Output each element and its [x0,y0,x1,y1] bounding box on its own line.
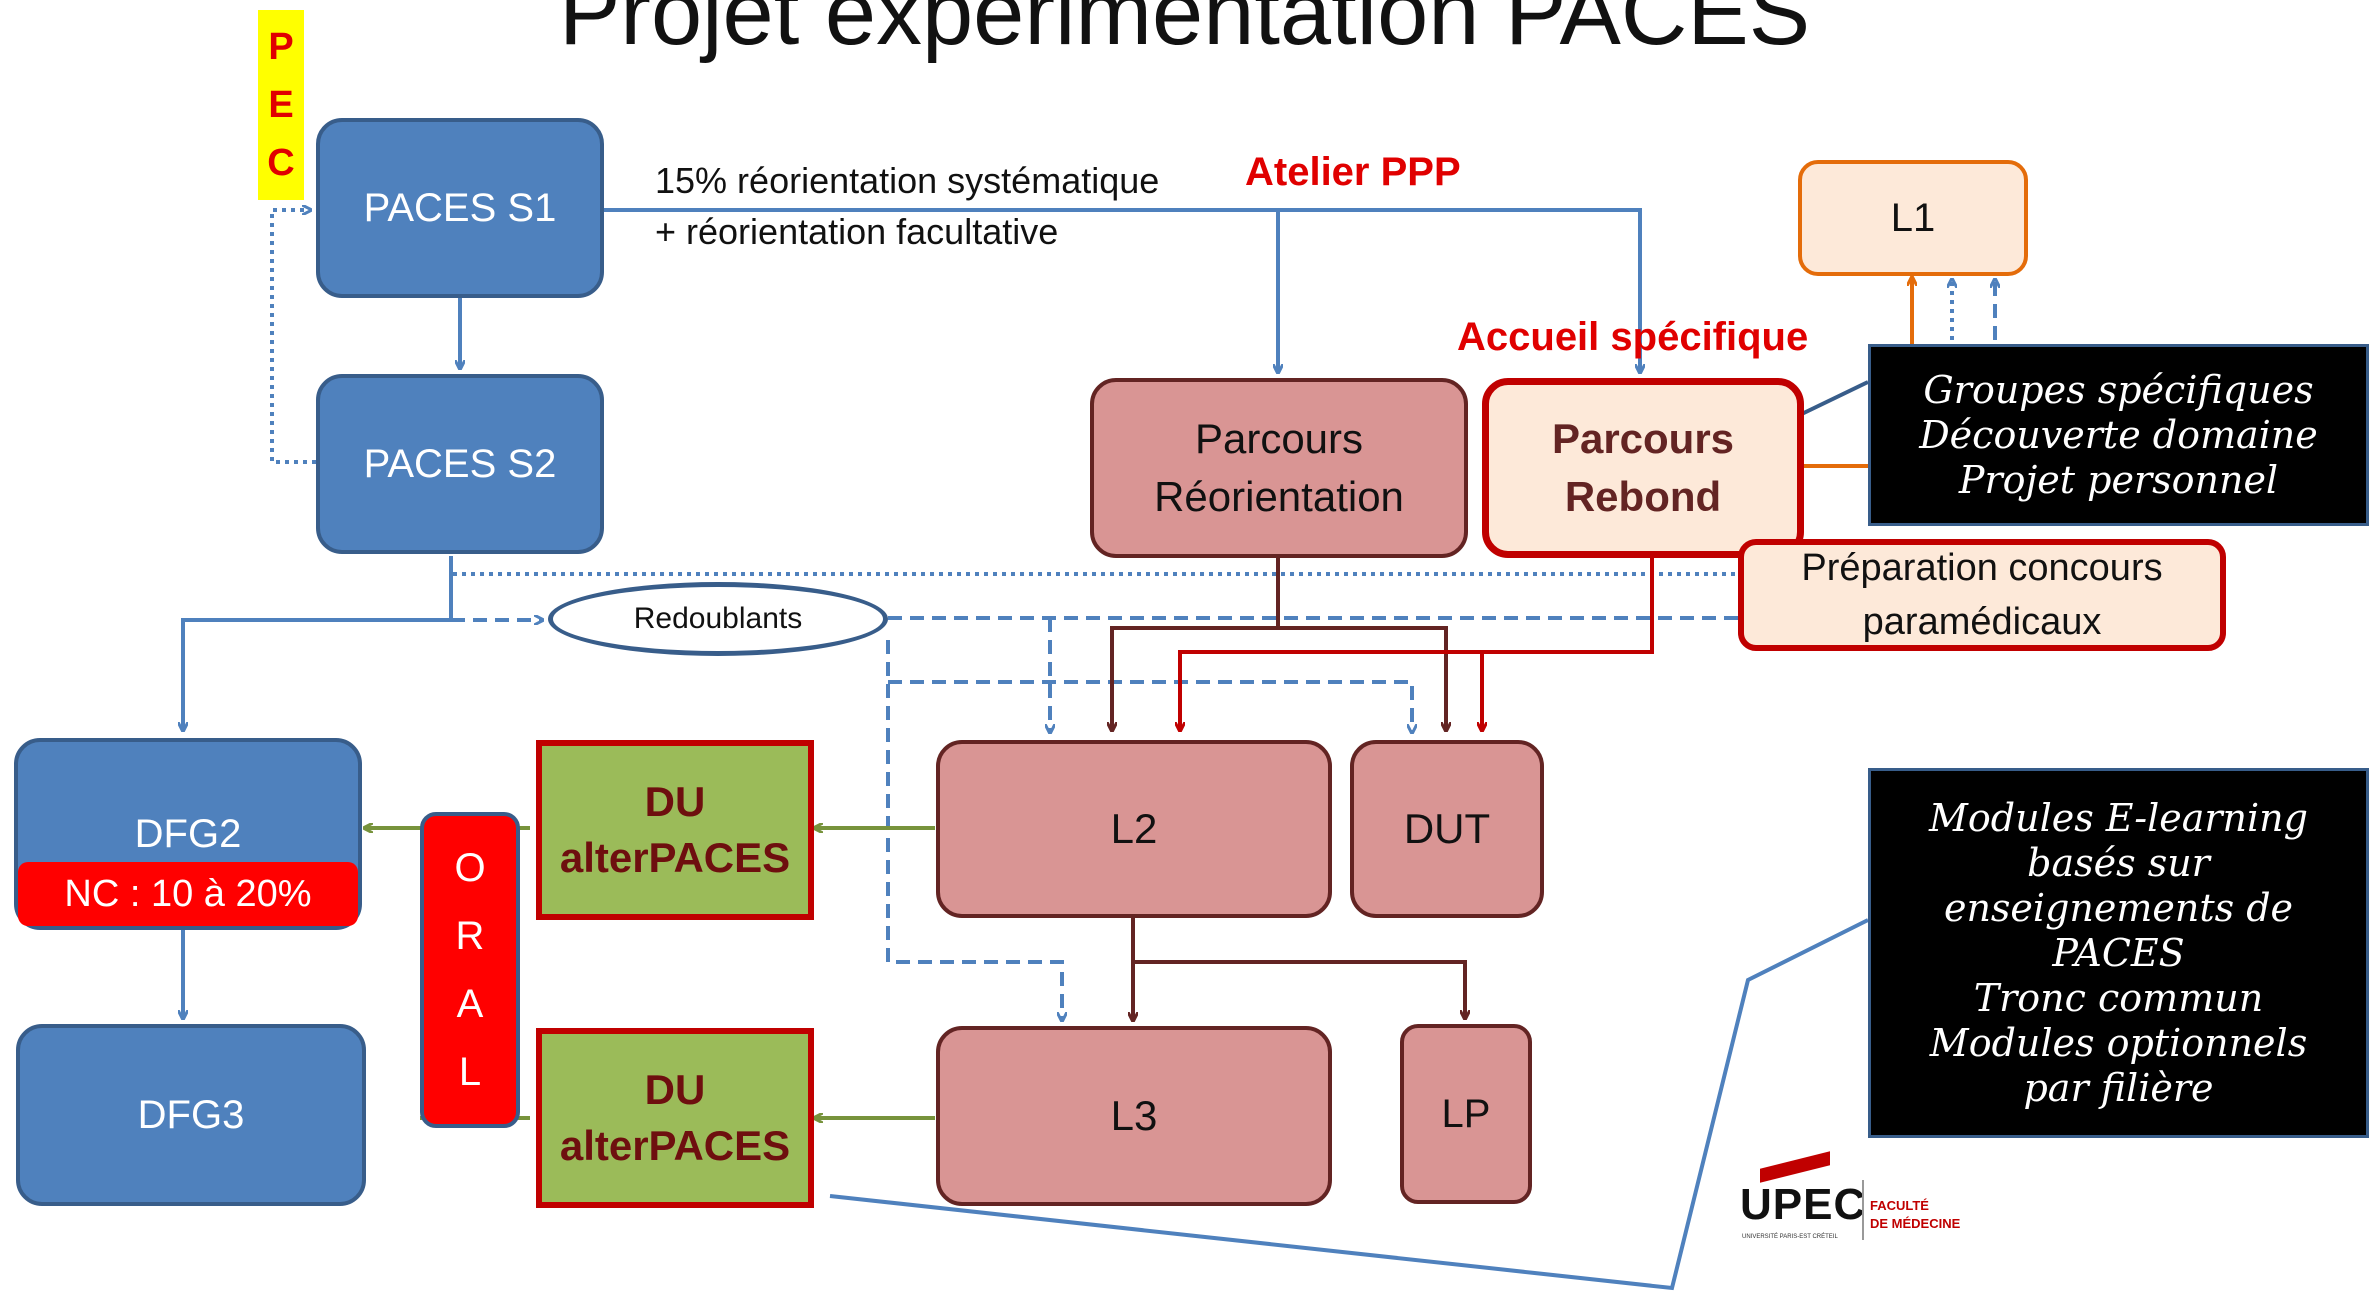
groupes-line2: Découverte domaine [1919,412,2318,457]
upec-logo: UPEC UNIVERSITÉ PARIS-EST CRÉTEIL FACULT… [1740,1151,1980,1256]
parcours-reorientation-box: Parcours Réorientation [1090,378,1468,558]
upec-logo-medecine: DE MÉDECINE [1870,1216,1961,1231]
preparation-line2: paramédicaux [1862,601,2102,643]
l1-box: L1 [1798,160,2028,276]
modules-line6: Modules optionnels [1929,1020,2308,1065]
l3-box: L3 [936,1026,1332,1206]
modules-line3: enseignements de [1943,885,2294,930]
parcours-rebond-line2: Rebond [1564,473,1722,520]
reorientation-line2: + réorientation facultative [655,211,1059,252]
accueil-specifique-label: Accueil spécifique [1457,315,1809,359]
oral-letter-r: R [455,914,485,958]
modules-callout: Modules E-learning basés sur enseignemen… [1868,768,2369,1138]
paces-s1-box: PACES S1 [316,118,604,298]
pec-letter-e: E [268,84,294,126]
du2-line2: alterPACES [559,1122,791,1169]
upec-logo-divider [1862,1180,1864,1240]
du2-line1: DU [644,1066,706,1113]
pec-letter-c: C [267,142,295,184]
page-title: Projet expérimentation PACES [558,0,1811,64]
preparation-line1: Préparation concours [1801,547,2163,589]
groupes-callout: Groupes spécifiques Découverte domaine P… [1868,344,2369,526]
parcours-reorientation-line1: Parcours [1194,415,1364,462]
du-alterpaces-box-1: DU alterPACES [536,740,814,920]
oral-letter-l: L [458,1050,482,1094]
du1-line1: DU [644,778,706,825]
modules-line7: par filière [2023,1065,2214,1110]
modules-line2: basés sur [2027,840,2210,885]
atelier-ppp-label: Atelier PPP [1245,150,1461,194]
upec-logo-faculte: FACULTÉ [1870,1198,1929,1213]
lp-box: LP [1400,1024,1532,1204]
groupes-line3: Projet personnel [1958,457,2279,502]
oral-letter-a: A [456,982,484,1026]
modules-line5: Tronc commun [1973,975,2264,1020]
upec-logo-name: UPEC [1740,1180,1867,1229]
parcours-rebond-box: Parcours Rebond [1482,378,1804,558]
preparation-box: Préparation concours paramédicaux [1738,539,2226,651]
upec-logo-tagline: UNIVERSITÉ PARIS-EST CRÉTEIL [1742,1234,1838,1240]
modules-line4: PACES [2052,930,2185,975]
groupes-line1: Groupes spécifiques [1923,367,2314,412]
pec-letter-p: P [268,26,294,68]
parcours-rebond-line1: Parcours [1551,415,1735,462]
dut-box: DUT [1350,740,1544,918]
l2-box: L2 [936,740,1332,918]
paces-s2-box: PACES S2 [316,374,604,554]
dfg2-label: DFG2 [134,812,242,856]
dfg3-box: DFG3 [16,1024,366,1206]
parcours-reorientation-line2: Réorientation [1154,473,1404,520]
nc-badge: NC : 10 à 20% [18,862,358,926]
du1-line2: alterPACES [559,834,791,881]
oral-box: O R A L [420,812,520,1128]
oral-letter-o: O [454,846,486,890]
redoublants-ellipse: Redoublants [548,582,888,656]
modules-line1: Modules E-learning [1929,795,2308,840]
du-alterpaces-box-2: DU alterPACES [536,1028,814,1208]
reorientation-line1: 15% réorientation systématique [655,160,1160,201]
pec-label: P E C [258,10,304,200]
